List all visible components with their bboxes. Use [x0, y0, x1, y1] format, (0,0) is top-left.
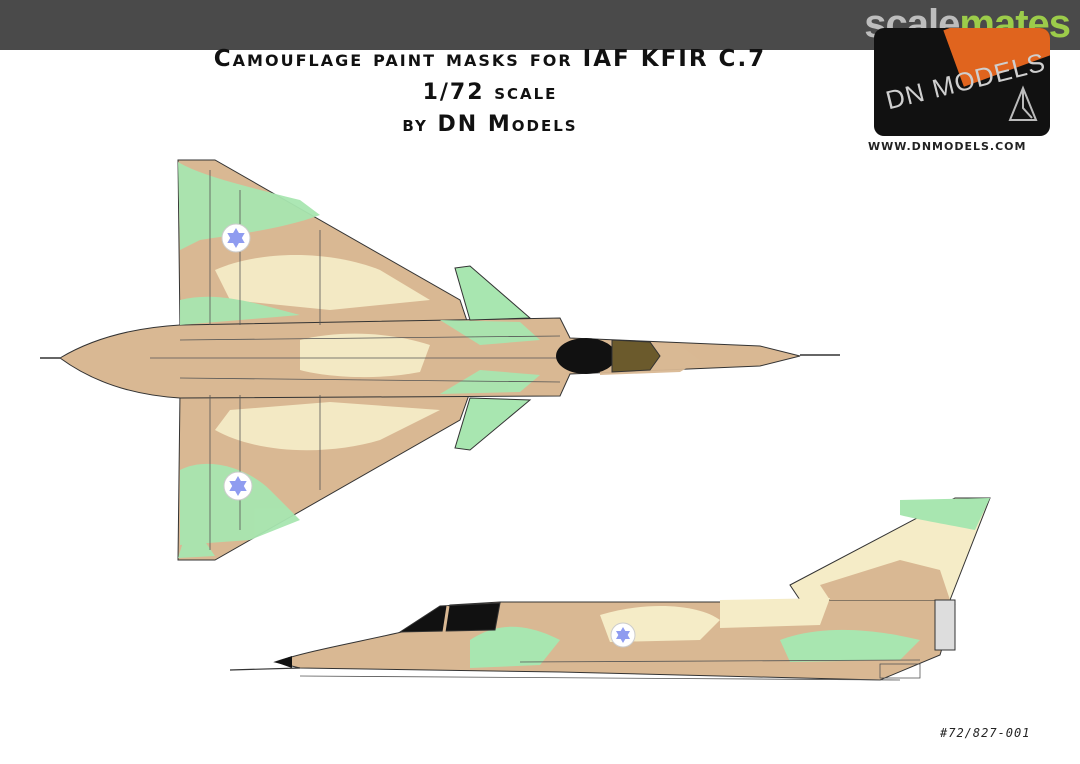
scalemates-watermark: scalemates [864, 2, 1071, 46]
title-line-3: by DN Models [402, 112, 578, 137]
canopy-top [556, 338, 616, 374]
title-line-1: Camouflage paint masks for IAF KFIR C.7 [213, 46, 767, 72]
website-url: WWW.DNMODELS.COM [868, 140, 1027, 153]
product-code: #72/827-001 [940, 726, 1031, 740]
logo-mark-icon [1008, 85, 1038, 121]
dn-models-logo: DN MODELS [874, 28, 1050, 136]
canard-lower [454, 397, 532, 451]
canopy-side [398, 602, 501, 633]
insignia-upper [221, 223, 251, 253]
canard-upper [454, 265, 532, 321]
title-line-2: 1/72 scale [422, 80, 558, 105]
insignia-side [610, 622, 636, 648]
insignia-lower [223, 471, 253, 501]
top-banner: scalemates [0, 0, 1080, 50]
